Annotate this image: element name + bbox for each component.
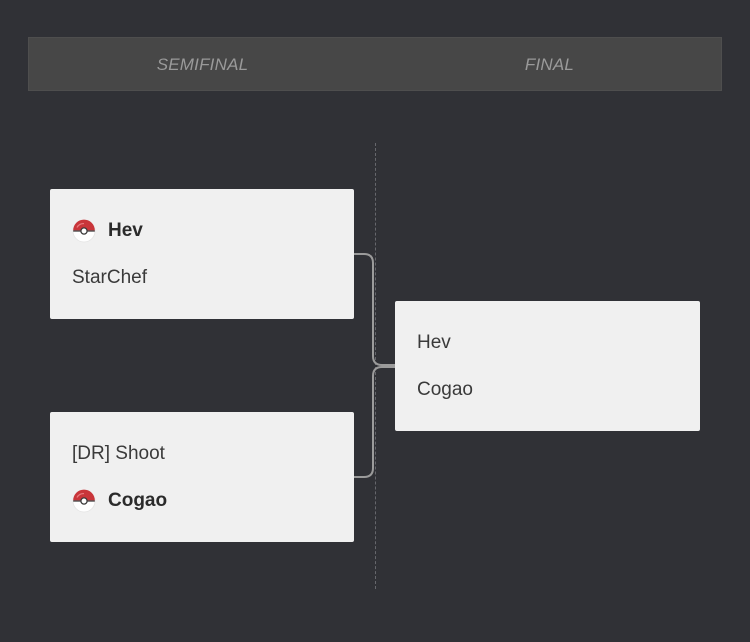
match-slot-winner[interactable]: Hev xyxy=(72,218,143,244)
pokeball-icon xyxy=(72,489,96,513)
pokeball-icon xyxy=(72,219,96,243)
player-name: StarChef xyxy=(72,267,147,288)
match-slot[interactable]: Hev xyxy=(417,330,451,356)
match-card-final[interactable]: Hev Cogao xyxy=(395,301,700,431)
player-name: Cogao xyxy=(108,490,168,511)
match-card-semifinal-1[interactable]: Hev StarChef xyxy=(50,189,354,319)
player-name: Hev xyxy=(108,220,143,241)
match-slot-winner[interactable]: Cogao xyxy=(72,488,167,514)
match-slot[interactable]: Cogao xyxy=(417,377,473,403)
round-divider xyxy=(375,143,376,589)
connector-semifinal-1 xyxy=(354,253,395,366)
player-name: [DR] Shoot xyxy=(72,443,165,464)
player-name: Hev xyxy=(417,332,451,353)
player-name: Cogao xyxy=(417,379,473,400)
match-slot[interactable]: [DR] Shoot xyxy=(72,441,165,467)
round-title-semifinal: SEMIFINAL xyxy=(156,55,249,74)
round-title-final: FINAL xyxy=(524,55,575,74)
match-slot[interactable]: StarChef xyxy=(72,265,147,291)
round-header: SEMIFINAL FINAL xyxy=(28,37,722,91)
connector-semifinal-2 xyxy=(354,366,395,478)
match-card-semifinal-2[interactable]: [DR] Shoot Cogao xyxy=(50,412,354,542)
